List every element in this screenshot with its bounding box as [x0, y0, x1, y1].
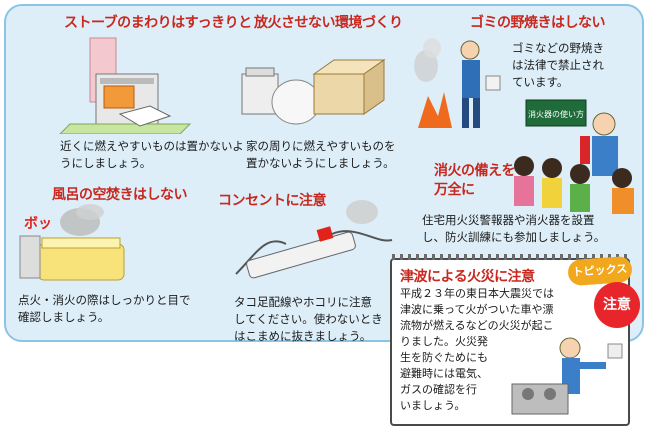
caution-badge: 注意	[594, 282, 640, 328]
fire-prevention-text: 住宅用火災警報器や消火器を設置し、防火訓練にも参加しましょう。	[422, 213, 606, 244]
garbage-heading: ゴミの野焼きはしない	[470, 15, 606, 31]
fire-prevention-heading: 消火の備えを万全に	[434, 163, 516, 198]
garbage-text: ゴミなどの野焼きは法律で禁止されています。	[512, 41, 604, 89]
stove-heading: ストーブのまわりはすっきりと	[64, 15, 252, 31]
boxes-illustration	[241, 59, 386, 125]
bathtub-illustration: ボッ	[19, 204, 125, 281]
bath-heading: 風呂の空焚きはしない	[52, 187, 188, 203]
tsunami-heading: 津波による火災に注意	[400, 269, 535, 285]
stove-text: 近くに燃えやすいものは置かないようにしましょう。	[60, 139, 244, 170]
tsunami-text: 平成２３年の東日本大震災では津波に乗って火がついた車や漂 流物が燃えるなどの火災…	[400, 287, 554, 412]
gas-stove-illustration	[511, 337, 623, 415]
blackboard-text: 消火器の使い方	[528, 109, 584, 119]
outlet-text: タコ足配線やホコリに注意してください。使わないときはこまめに抜きましょう。	[234, 295, 383, 343]
spiral-binding	[392, 254, 628, 260]
power-strip-illustration	[235, 200, 393, 279]
stove-illustration	[59, 37, 192, 134]
arson-heading: 放火させない環境づくり	[254, 15, 403, 31]
arson-text: 家の周りに燃えやすいものを置かないようにしましょう。	[246, 139, 396, 170]
tsunami-card	[390, 258, 630, 426]
fire-drill-illustration: 消火器の使い方	[514, 99, 634, 214]
outlet-heading: コンセントに注意	[218, 193, 327, 209]
garbage-burning-illustration	[414, 38, 501, 128]
bath-text: 点火・消火の際はしっかりと目で確認しましょう。	[18, 293, 191, 324]
boo-text: ボッ	[24, 216, 52, 232]
topics-badge: トピックス	[567, 255, 633, 287]
